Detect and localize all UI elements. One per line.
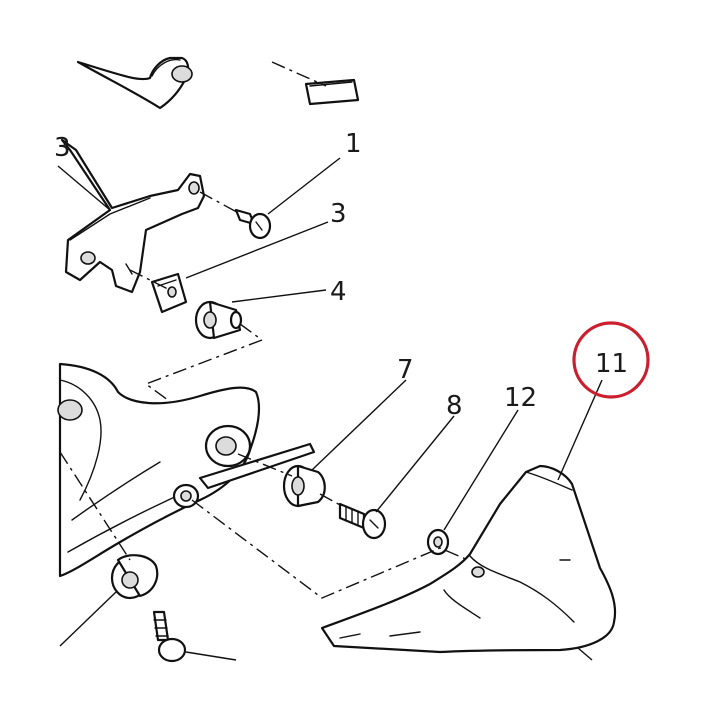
leader-4 <box>231 289 327 303</box>
clip-nut-3 <box>150 272 188 314</box>
axis-line-plate <box>271 61 327 87</box>
axis-line-grommet-7 <box>237 453 293 477</box>
fairing-body <box>57 362 260 578</box>
leader-1 <box>267 157 341 215</box>
lower-screw <box>152 610 187 663</box>
callout-11-highlight-circle <box>572 321 650 399</box>
upper-cover-fragment <box>76 56 193 110</box>
axis-line-lower-grommet <box>59 451 131 561</box>
leader-7 <box>311 379 407 471</box>
leader-bracket <box>57 165 111 211</box>
label-plate <box>304 78 360 106</box>
fairing-flange <box>198 442 316 490</box>
cover-11 <box>320 464 617 654</box>
callout-8: 8 <box>446 391 463 421</box>
lower-grommet <box>110 554 159 600</box>
callout-labels: 1 3 4 7 8 12 11 <box>330 129 628 421</box>
callout-12: 12 <box>504 383 537 413</box>
leader-lower-screw <box>185 651 237 661</box>
callout-3: 3 <box>330 199 347 229</box>
axis-line-fairing-upper <box>144 339 263 407</box>
bushing-4 <box>194 300 243 340</box>
screw-1 <box>234 208 272 240</box>
axis-line-screw-1 <box>199 191 245 217</box>
screw-8 <box>338 502 387 540</box>
axis-line-bushing <box>239 323 263 341</box>
washer-12 <box>426 528 450 556</box>
leader-lower-grommet <box>59 591 117 647</box>
leader-8 <box>375 415 455 513</box>
mounting-bracket <box>60 138 206 294</box>
axis-line-lower <box>191 499 469 599</box>
axis-line-clip <box>129 269 171 291</box>
leader-12 <box>443 409 519 531</box>
callout-4: 4 <box>330 277 347 307</box>
callout-2-partial: 3 <box>54 133 71 163</box>
leader-11 <box>557 379 603 481</box>
leader-11-lower <box>577 647 593 661</box>
callout-1: 1 <box>345 129 362 159</box>
axis-line-screw-8 <box>319 493 343 507</box>
leader-3 <box>185 221 329 279</box>
callout-11: 11 <box>595 349 628 379</box>
callout-7: 7 <box>397 355 414 385</box>
grommet-7 <box>282 464 326 508</box>
